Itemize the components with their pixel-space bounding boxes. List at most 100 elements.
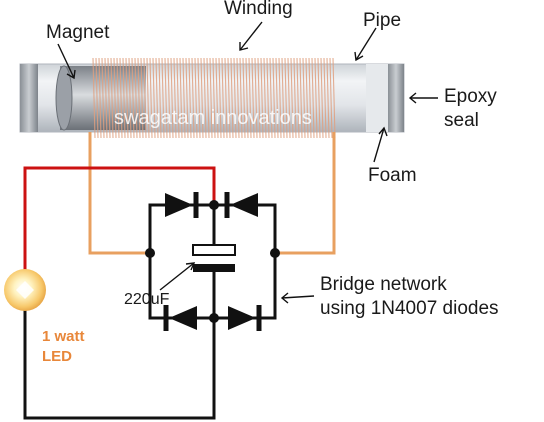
coil-turn <box>332 57 336 139</box>
coil-turn <box>212 57 216 139</box>
coil-turn <box>122 57 126 139</box>
coil-turn <box>146 57 150 139</box>
coil-turn <box>248 57 252 139</box>
coil-turn <box>284 57 288 139</box>
coil-turn <box>224 57 228 139</box>
coil-turn <box>254 57 258 139</box>
coil-turn <box>233 57 237 139</box>
coil-turn <box>308 57 312 139</box>
coil-turn <box>125 57 129 139</box>
coil-turn <box>119 57 123 139</box>
coil-turn <box>164 57 168 139</box>
coil-turn <box>194 57 198 139</box>
coil-turn <box>281 57 285 139</box>
diode-bottom-left <box>163 305 197 331</box>
coil-turn <box>269 57 273 139</box>
capacitor-positive-plate <box>192 244 236 256</box>
coil-turn <box>140 57 144 139</box>
junction-dots <box>145 200 280 323</box>
coil-turn <box>182 57 186 139</box>
diode-top-right <box>224 192 258 218</box>
winding-coil <box>92 57 336 139</box>
coil-turn <box>173 57 177 139</box>
coil-left-lead-wire <box>88 132 150 255</box>
coil-turn <box>296 57 300 139</box>
coil-turn <box>158 57 162 139</box>
coil-turn <box>272 57 276 139</box>
coil-turn <box>329 57 333 139</box>
coil-turn <box>290 57 294 139</box>
pipe-label: Pipe <box>363 10 401 31</box>
bridge-label-line1: Bridge network <box>320 274 447 295</box>
coil-turn <box>188 57 192 139</box>
coil-turn <box>239 57 243 139</box>
coil-turn <box>326 57 330 139</box>
coil-turn <box>320 57 324 139</box>
coil-turn <box>311 57 315 139</box>
coil-turn <box>236 57 240 139</box>
coil-turn <box>221 57 225 139</box>
coil-turn <box>257 57 261 139</box>
bridge-arrow-icon <box>280 292 315 304</box>
coil-turn <box>110 57 114 139</box>
left-end-cap <box>20 64 38 132</box>
bridge-label-line2: using 1N4007 diodes <box>320 298 499 319</box>
coil-turn <box>137 57 141 139</box>
capacitor <box>192 244 236 272</box>
led-label-line1: 1 watt <box>42 328 85 345</box>
coil-turn <box>287 57 291 139</box>
coil-turn <box>185 57 189 139</box>
capacitor-label: 220uF <box>124 291 170 308</box>
foam-label: Foam <box>368 165 417 186</box>
coil-turn <box>98 57 102 139</box>
coil-turn <box>206 57 210 139</box>
coil-turn <box>152 57 156 139</box>
led-negative-wire <box>23 300 216 420</box>
led-label-line2: LED <box>42 348 72 365</box>
coil-turn <box>323 57 327 139</box>
coil-turn <box>293 57 297 139</box>
pointer-arrows <box>57 21 438 304</box>
pipe-arrow-icon <box>354 27 377 62</box>
epoxy-arrow-icon <box>408 92 438 104</box>
coil-turn <box>251 57 255 139</box>
coil-turn <box>302 57 306 139</box>
coil-turn <box>275 57 279 139</box>
coil-turn <box>227 57 231 139</box>
coil-turn <box>209 57 213 139</box>
coil-turn <box>218 57 222 139</box>
coil-turn <box>104 57 108 139</box>
coil-turn <box>149 57 153 139</box>
magnet-label: Magnet <box>46 22 110 43</box>
diode-bottom-right <box>228 305 262 331</box>
coil-turn <box>167 57 171 139</box>
coil-turn <box>197 57 201 139</box>
capacitor-arrow-icon <box>159 262 196 291</box>
coil-turn <box>143 57 147 139</box>
led <box>4 269 46 311</box>
magnet-arrow-icon <box>57 43 76 80</box>
foam-arrow-icon <box>373 126 388 163</box>
coil-turn <box>128 57 132 139</box>
coil-turn <box>131 57 135 139</box>
coil-right-lead-wire <box>275 132 336 255</box>
coil-turn <box>92 57 96 139</box>
coil-turn <box>266 57 270 139</box>
coil-turn <box>95 57 99 139</box>
coil-turn <box>101 57 105 139</box>
coil-turn <box>314 57 318 139</box>
led-positive-wire <box>23 166 216 280</box>
epoxy-seal <box>388 64 404 132</box>
coil-turn <box>203 57 207 139</box>
coil-turn <box>176 57 180 139</box>
coil-turn <box>200 57 204 139</box>
coil-turn <box>245 57 249 139</box>
winding-arrow-icon <box>239 21 263 51</box>
coil-turn <box>278 57 282 139</box>
winding-label: Winding <box>224 0 293 19</box>
watermark-text: swagatam innovations <box>114 107 312 129</box>
wires <box>23 132 336 420</box>
epoxy-seal-label-line2: seal <box>444 110 479 131</box>
coil-turn <box>179 57 183 139</box>
